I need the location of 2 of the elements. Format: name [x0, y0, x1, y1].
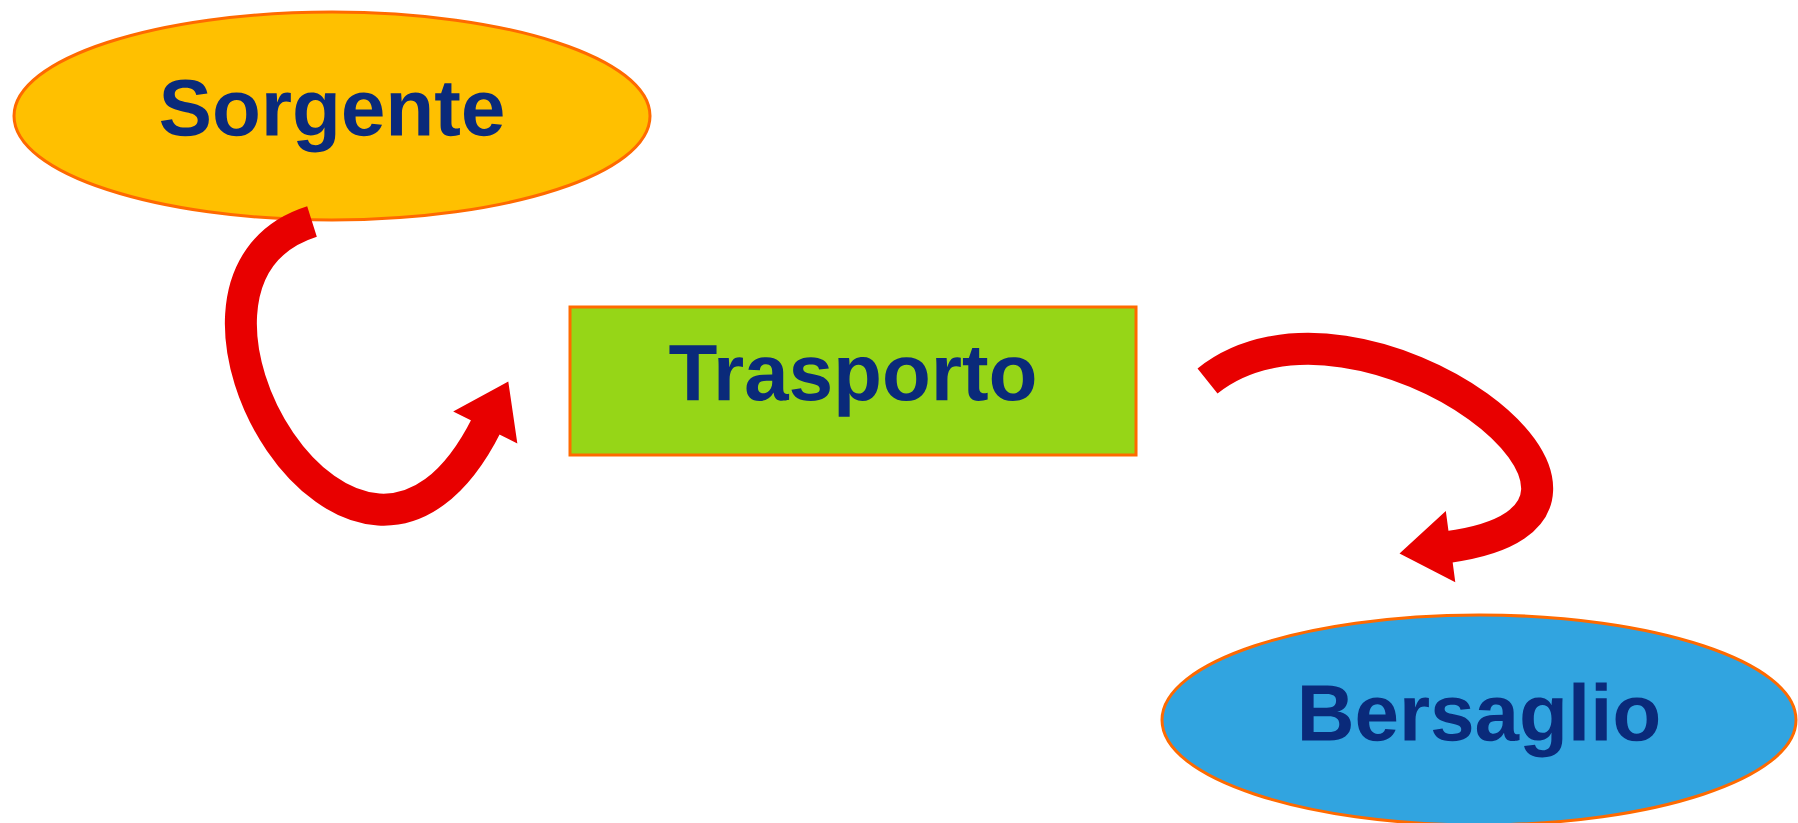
curved-arrow: [1199, 333, 1553, 583]
process-box: Trasporto: [568, 305, 1138, 457]
